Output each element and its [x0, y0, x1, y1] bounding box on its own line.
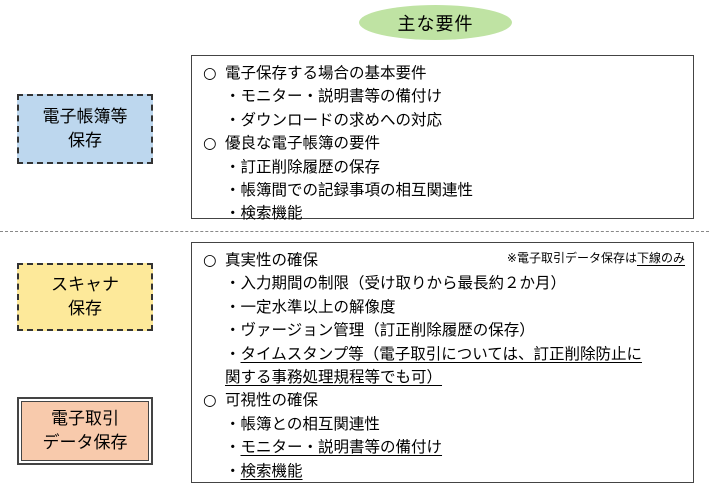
section-title: 可視性の確保 [225, 391, 319, 410]
note-prefix: ※電子取引データ保存は [506, 251, 637, 265]
category-electronic-transaction: 電子取引 データ保存 [17, 397, 153, 465]
section-title: 電子保存する場合の基本要件 [225, 64, 427, 82]
underline-note: ※電子取引データ保存は下線のみ [507, 250, 685, 266]
list-item: ・訂正削除履歴の保存 [225, 157, 381, 176]
category-label-line1: 電子帳簿等 [42, 107, 128, 127]
list-item: ・入力期間の制限（受け取りから最長約２か月） [225, 274, 567, 293]
list-item: ・ヴァージョン管理（訂正削除履歴の保存） [225, 321, 535, 340]
requirements-header-title: 主な要件 [397, 13, 474, 35]
list-item: ・検索機能 [203, 460, 693, 483]
list-item: ・モニター・説明書等の備付け [203, 436, 693, 459]
category-electronic-books: 電子帳簿等 保存 [17, 94, 153, 164]
section-heading: ○ 電子保存する場合の基本要件 [203, 62, 693, 85]
list-item: ・一定水準以上の解像度 [225, 297, 396, 316]
circle-marker: ○ [203, 134, 217, 153]
category-label-line1: スキャナ [51, 275, 119, 295]
category-label-line2: データ保存 [42, 433, 128, 453]
list-item: ・検索機能 [225, 204, 303, 223]
bullet-dot: ・ [225, 344, 241, 363]
section-title: 優良な電子帳簿の要件 [225, 134, 381, 153]
list-item: ・ダウンロードの求めへの対応 [225, 110, 443, 129]
section-divider [0, 231, 709, 232]
section-heading: ○ 可視性の確保 [203, 389, 693, 412]
note-underlined: 下線のみ [636, 251, 685, 265]
category-label-line2: 保存 [68, 131, 102, 151]
underlined-text: タイムスタンプ等（電子取引については、訂正削除防止に [240, 344, 642, 363]
section-heading: ○ 優良な電子帳簿の要件 [203, 132, 693, 155]
category-label-line1: 電子取引 [51, 409, 119, 429]
underlined-text: 関する事務処理規程等でも可） [225, 368, 443, 387]
list-item: ・タイムスタンプ等（電子取引については、訂正削除防止に [203, 343, 693, 366]
list-item: ・モニター・説明書等の備付け [225, 87, 443, 106]
scanner-and-transaction-requirements: ※電子取引データ保存は下線のみ ○ 真実性の確保 ・入力期間の制限（受け取りから… [191, 242, 694, 483]
bullet-dot: ・ [225, 438, 241, 457]
section-heading: ○ 真実性の確保 [203, 249, 693, 272]
list-item: ・帳簿との相互関連性 [225, 414, 380, 433]
section-title: 真実性の確保 [225, 251, 319, 269]
category-scanner: スキャナ 保存 [17, 263, 153, 331]
requirements-header: 主な要件 [359, 5, 512, 40]
electronic-books-requirements: ○ 電子保存する場合の基本要件 ・モニター・説明書等の備付け ・ダウンロードの求… [191, 55, 694, 222]
list-item: ・帳簿間での記録事項の相互関連性 [225, 181, 474, 200]
category-label-line2: 保存 [68, 299, 102, 319]
underlined-text: モニター・説明書等の備付け [240, 438, 443, 457]
bullet-dot: ・ [225, 461, 241, 480]
underlined-text: 検索機能 [240, 461, 303, 480]
list-item-continuation: 関する事務処理規程等でも可） [203, 366, 693, 389]
circle-marker: ○ [203, 251, 217, 269]
circle-marker: ○ [203, 391, 217, 410]
circle-marker: ○ [203, 64, 217, 82]
